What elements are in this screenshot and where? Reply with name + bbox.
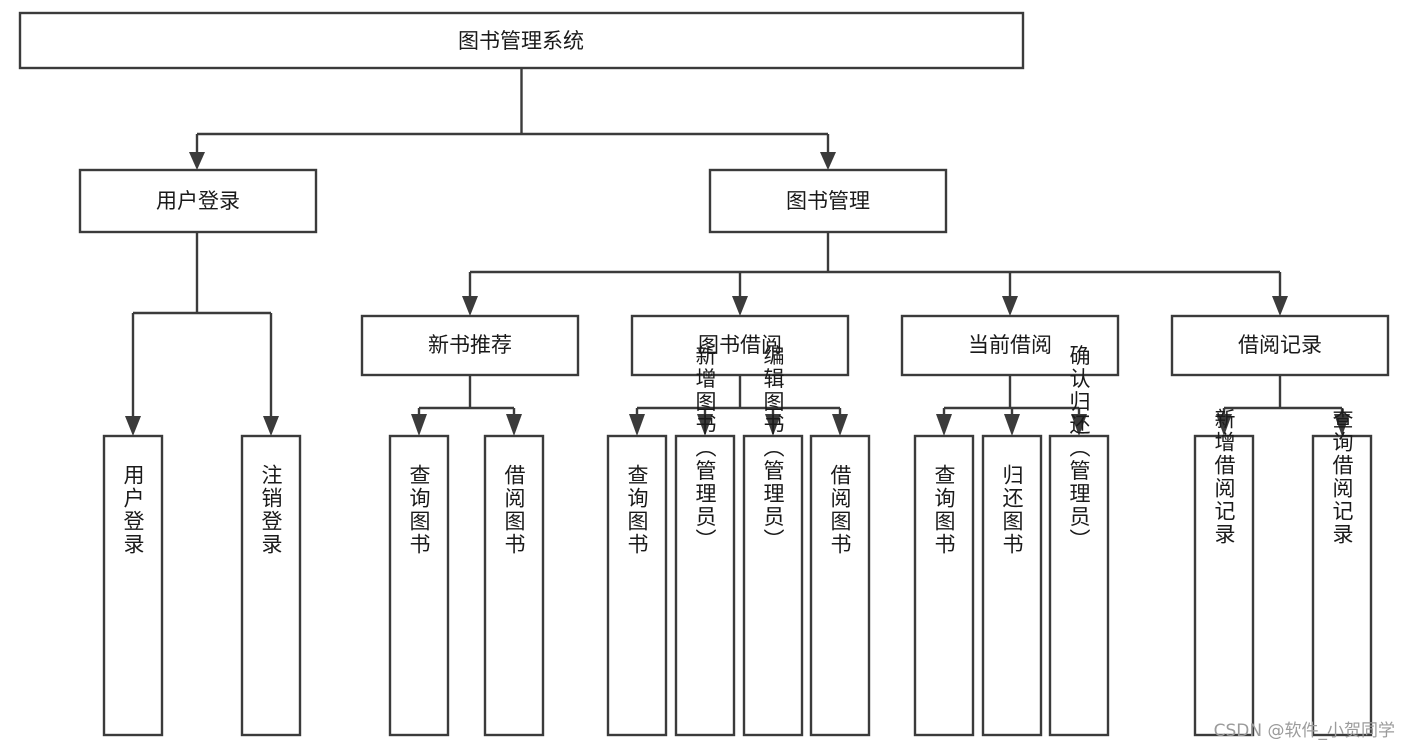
arrow-leaf-edit-book [765,414,781,436]
arrow-to-new-book-recommend [462,296,478,316]
leaf-user-login[interactable]: 用户登录 [102,434,164,737]
node-borrow-record-box [1170,314,1390,377]
leaf-add-book-label: 新增图书（管理员） [693,345,717,552]
leaf-user-logout[interactable]: 注销登录 [240,434,302,737]
node-new-book-recommend-label: 新书推荐 [428,333,512,357]
leaf-query-record[interactable]: 查询借阅记录 [1311,408,1373,737]
leaf-query-book-3-box [913,434,975,737]
node-user-login-label: 用户登录 [156,189,240,213]
node-current-borrow-label: 当前借阅 [968,333,1052,357]
arrow-leaf-user-logout [263,416,279,436]
leaf-user-logout-box [240,434,302,737]
leaf-edit-book[interactable]: 编辑图书（管理员） [742,345,804,737]
leaf-edit-book-label: 编辑图书（管理员） [761,345,785,552]
arrow-leaf-query-record [1334,414,1350,436]
node-current-borrow-box [900,314,1120,377]
node-user-login[interactable]: 用户登录 [78,168,318,234]
leaf-edit-book-box [742,434,804,737]
leaf-borrow-book-1-box [483,434,545,737]
node-book-manage-label: 图书管理 [786,189,870,213]
node-new-book-recommend[interactable]: 新书推荐 [360,314,580,377]
node-borrow-record[interactable]: 借阅记录 [1170,314,1390,377]
node-book-manage[interactable]: 图书管理 [708,168,948,234]
leaf-query-book-3-label: 查询图书 [932,464,956,556]
leaf-add-book[interactable]: 新增图书（管理员） [674,345,736,737]
leaf-user-login-box [102,434,164,737]
leaf-query-book-2-box [606,434,668,737]
arrow-leaf-borrow-book-1 [506,414,522,436]
leaf-query-book-1[interactable]: 查询图书 [388,434,450,737]
node-book-borrow[interactable]: 图书借阅 [630,314,850,377]
arrow-leaf-query-book-2 [629,414,645,436]
leaf-borrow-book-2[interactable]: 借阅图书 [809,434,871,737]
node-current-borrow[interactable]: 当前借阅 [900,314,1120,377]
leaf-return-book[interactable]: 归还图书 [981,434,1043,737]
leaf-confirm-return-label: 确认归还（管理员） [1067,345,1091,552]
arrow-leaf-user-login [125,416,141,436]
node-root-label: 图书管理系统 [458,29,584,53]
leaf-add-book-box [674,434,736,737]
leaf-borrow-book-2-box [809,434,871,737]
arrow-leaf-add-record [1216,414,1232,436]
arrow-leaf-return-book [1004,414,1020,436]
leaf-query-book-1-label: 查询图书 [407,464,431,556]
leaf-add-record-label: 新增借阅记录 [1212,408,1236,546]
leaf-query-book-2-label: 查询图书 [625,464,649,556]
leaf-query-record-box [1311,434,1373,737]
arrow-to-book-manage [820,152,836,170]
node-book-borrow-box [630,314,850,377]
arrow-leaf-confirm-return [1071,414,1087,436]
leaf-borrow-book-2-label: 借阅图书 [828,464,852,556]
arrow-to-user-login [189,152,205,170]
leaf-query-book-2[interactable]: 查询图书 [606,434,668,737]
arrow-leaf-query-book-1 [411,414,427,436]
arrow-leaf-borrow-book-2 [832,414,848,436]
leaf-borrow-book-1-label: 借阅图书 [502,464,526,556]
leaf-query-book-3[interactable]: 查询图书 [913,434,975,737]
node-borrow-record-label: 借阅记录 [1238,333,1322,357]
node-new-book-recommend-box [360,314,580,377]
leaf-confirm-return-box [1048,434,1110,737]
leaf-query-record-label: 查询借阅记录 [1330,408,1354,546]
arrow-to-borrow-record [1272,296,1288,316]
leaf-user-logout-label: 注销登录 [259,464,283,556]
leaf-confirm-return[interactable]: 确认归还（管理员） [1048,345,1110,737]
node-book-borrow-label: 图书借阅 [698,333,782,357]
leaf-query-book-1-box [388,434,450,737]
leaf-add-record-box [1193,434,1255,737]
leaf-add-record[interactable]: 新增借阅记录 [1193,408,1255,737]
csdn-watermark: CSDN @软件_小贺同学 [1213,721,1395,741]
arrow-leaf-query-book-3 [936,414,952,436]
leaf-return-book-label: 归还图书 [1000,464,1024,556]
arrow-leaf-add-book [697,414,713,436]
node-root[interactable]: 图书管理系统 [18,11,1025,70]
arrow-to-book-borrow [732,296,748,316]
edges-group [125,68,1350,436]
arrow-to-current-borrow [1002,296,1018,316]
leaf-return-book-box [981,434,1043,737]
node-user-login-box [78,168,318,234]
leaf-user-login-label: 用户登录 [121,464,145,556]
leaf-borrow-book-1[interactable]: 借阅图书 [483,434,545,737]
node-book-manage-box [708,168,948,234]
node-root-box [18,11,1025,70]
